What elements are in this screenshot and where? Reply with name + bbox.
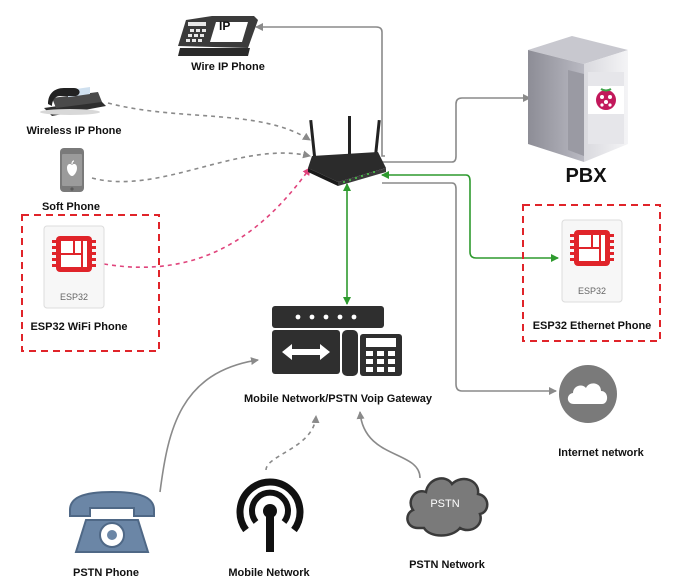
wireless-ip-phone-label: Wireless IP Phone	[26, 125, 121, 137]
antenna-icon	[236, 478, 304, 552]
esp32-ethernet-phone-label: ESP32 Ethernet Phone	[533, 320, 652, 332]
pbx-server-icon	[528, 36, 628, 162]
link-router-esp32-ethernet	[381, 171, 559, 262]
link-soft-phone-router	[91, 150, 311, 183]
link-pstn-network-gateway	[356, 411, 421, 479]
cloud-icon	[559, 365, 617, 423]
link-wireless-phone-router	[107, 102, 311, 141]
desk-phone-icon	[178, 16, 258, 56]
connectors	[91, 23, 559, 493]
gateway-label: Mobile Network/PSTN Voip Gateway	[244, 393, 433, 405]
smartphone-icon	[60, 148, 84, 192]
internet-network-label: Internet network	[558, 447, 644, 459]
ip-badge-text: IP	[219, 19, 230, 33]
pstn-phone-label: PSTN Phone	[73, 567, 139, 579]
pstn-cloud-text: PSTN	[430, 498, 459, 510]
cordless-phone-icon	[40, 86, 106, 116]
pstn-network-label: PSTN Network	[409, 559, 486, 571]
esp32-wifi-phone-label: ESP32 WiFi Phone	[30, 321, 127, 333]
esp32-ethernet-phone-frame	[522, 204, 661, 342]
pstn-cloud-icon	[406, 477, 489, 537]
link-esp32-wifi-router	[103, 167, 311, 268]
esp32-chip-icon	[43, 225, 105, 309]
esp32-chip-icon	[561, 219, 623, 303]
link-router-pbx	[382, 94, 531, 163]
link-mobile-network-gateway	[265, 415, 320, 471]
rotary-phone-icon	[69, 490, 155, 553]
soft-phone-label: Soft Phone	[42, 201, 100, 213]
link-router-internet	[382, 182, 557, 395]
wire-ip-phone-label: Wire IP Phone	[191, 61, 265, 73]
esp32-chip-text-left: ESP32	[60, 292, 88, 302]
esp32-chip-text-right: ESP32	[578, 286, 606, 296]
mobile-network-label: Mobile Network	[228, 567, 310, 579]
voip-gateway-icon	[272, 306, 402, 376]
pbx-label: PBX	[565, 165, 607, 187]
link-router-wire-ip-phone	[255, 23, 385, 157]
esp32-wifi-phone-frame	[21, 214, 160, 352]
wifi-router-icon	[308, 116, 386, 186]
link-pstn-phone-gateway	[159, 357, 259, 493]
